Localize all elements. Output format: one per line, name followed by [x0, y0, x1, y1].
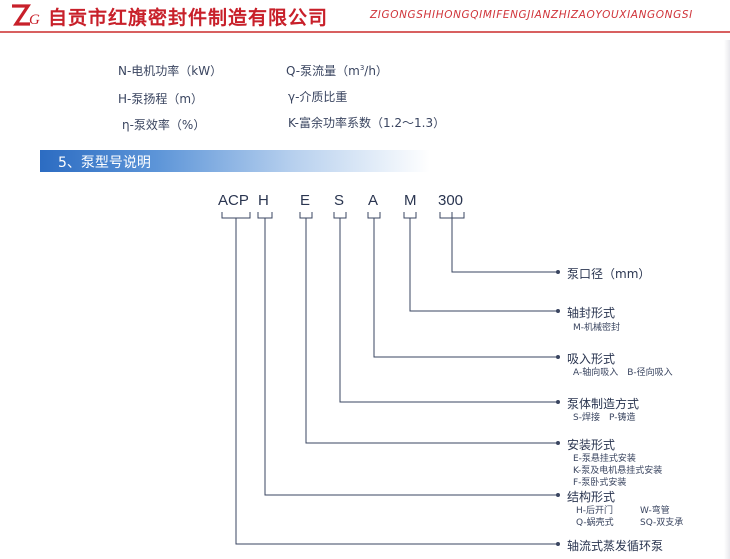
svg-text:G: G [29, 12, 40, 28]
dot-m [556, 309, 560, 313]
desc-manufacture-method: 泵体制造方式 [567, 397, 640, 411]
code-acp: ACP [218, 192, 249, 209]
company-name-pinyin: ZIGONGSHIHONGQIMIFENGJIANZHIZAOYOUXIANGO… [370, 9, 693, 21]
section-title: 5、泵型号说明 [58, 155, 151, 171]
code-m: M [404, 192, 417, 209]
bracket-m [403, 212, 558, 312]
desc-structure-option-w: W-弯管 [640, 506, 670, 516]
desc-structure-option-sq: SQ-双支承 [640, 518, 684, 528]
code-a: A [368, 192, 379, 209]
company-name-cn: 自贡市红旗密封件制造有限公司 [48, 7, 329, 29]
desc-install-option-k: K-泵及电机悬挂式安装 [573, 466, 663, 476]
bracket-300 [439, 212, 558, 273]
legend-motor-power: N-电机功率（kW） [118, 64, 223, 78]
header: G 自贡市红旗密封件制造有限公司 ZIGONGSHIHONGQIMIFENGJI… [0, 0, 730, 33]
code-s: S [334, 192, 345, 209]
dot-300 [556, 270, 560, 274]
desc-structure-type: 结构形式 [567, 490, 616, 504]
desc-manufacture-options: S-焊接 P-铸造 [573, 413, 636, 423]
bracket-acp [221, 212, 558, 545]
code-h: H [258, 192, 269, 209]
code-e: E [300, 192, 311, 209]
desc-suction-type: 吸入形式 [567, 352, 616, 366]
desc-pump-name: 轴流式蒸发循环泵 [567, 539, 664, 553]
legend-pump-efficiency: η-泵效率（%） [122, 118, 206, 132]
legend-flow-rate: Q-泵流量（m3/h） [286, 64, 388, 78]
legend-power-factor: K-富余功率系数（1.2～1.3） [288, 116, 446, 130]
legend-pump-head: H-泵扬程（m） [118, 92, 204, 106]
bracket-s [333, 212, 558, 403]
dot-a [556, 355, 560, 359]
dot-e [556, 441, 560, 445]
desc-structure-option-q: Q-蜗壳式 [576, 518, 614, 528]
dot-h [556, 493, 560, 497]
header-divider [0, 31, 730, 33]
desc-install-type: 安装形式 [567, 438, 616, 452]
desc-seal-type-option: M-机械密封 [573, 323, 621, 333]
dot-s [556, 400, 560, 404]
dot-acp [556, 542, 560, 546]
company-logo-icon: G [12, 4, 40, 28]
page-edge-shadow [724, 40, 730, 559]
desc-pump-caliber: 泵口径（mm） [567, 267, 651, 281]
code-300: 300 [438, 192, 464, 209]
desc-install-option-e: E-泵悬挂式安装 [573, 454, 636, 464]
bracket-e [299, 212, 558, 444]
desc-suction-type-options: A-轴向吸入 B-径向吸入 [573, 368, 673, 378]
bracket-h [257, 212, 558, 496]
legend-specific-gravity: γ-介质比重 [288, 90, 348, 104]
bracket-a [367, 212, 558, 358]
desc-structure-option-h: H-后开门 [576, 506, 614, 516]
desc-seal-type: 轴封形式 [567, 306, 616, 320]
desc-install-option-f: F-泵卧式安装 [573, 478, 627, 488]
section-header-bar [40, 150, 430, 172]
